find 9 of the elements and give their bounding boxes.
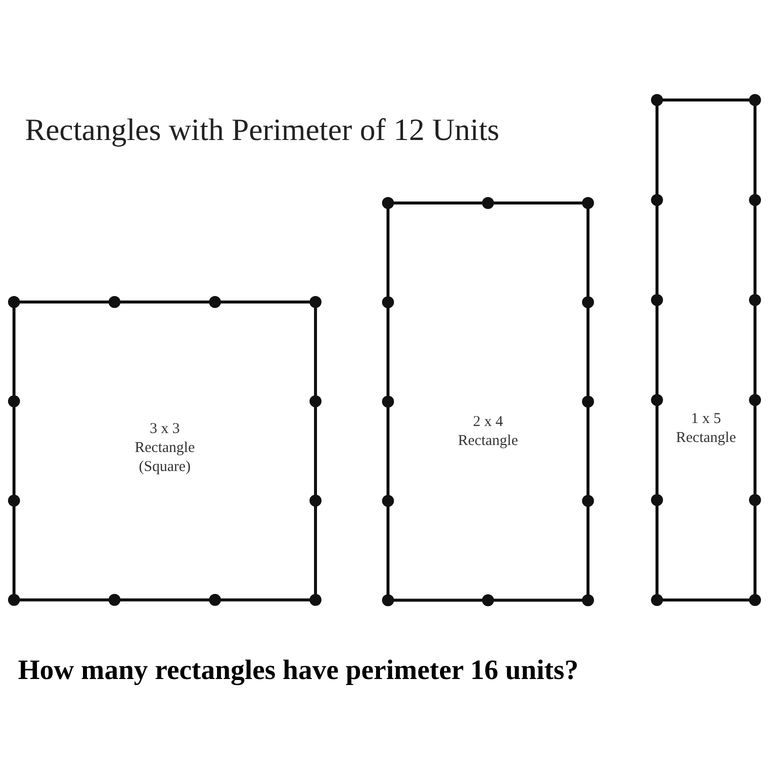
question-text: How many rectangles have perimeter 16 units? [18,655,578,687]
shape-name-label: Rectangle [134,439,195,458]
shape-name-label: Rectangle [676,429,736,448]
shape-name-label: Rectangle [458,432,518,451]
title: Rectangles with Perimeter of 12 Units [25,112,500,148]
dimension-label: 3 x 3 [150,420,180,439]
dimension-label: 1 x 5 [691,410,721,429]
note-label: (Square) [138,458,191,477]
dimension-label: 2 x 4 [473,413,503,432]
